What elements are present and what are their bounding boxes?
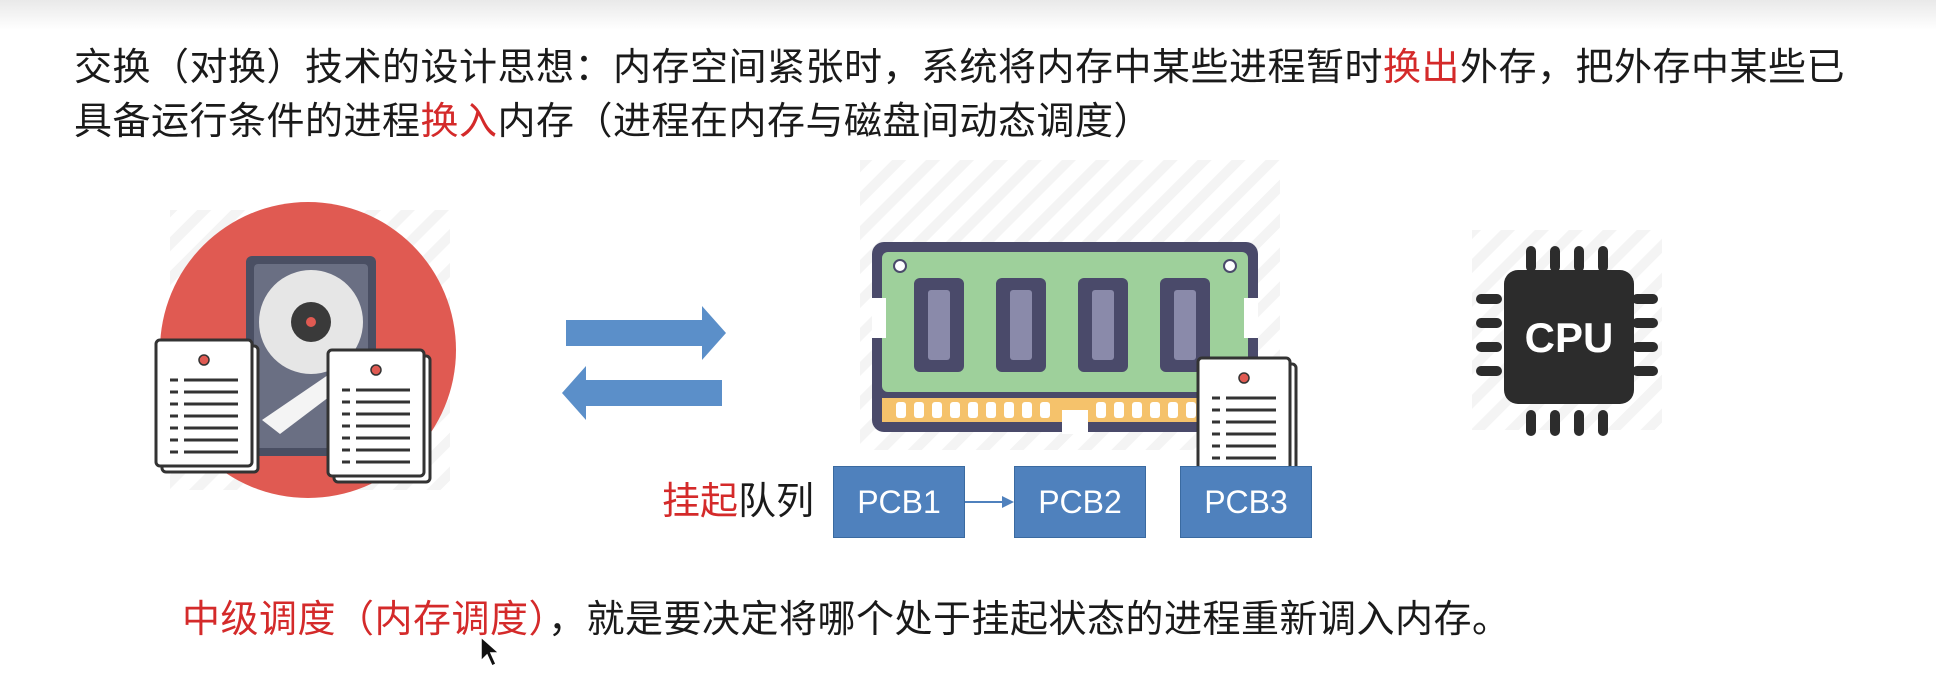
- intro-text-3: 内存（进程在内存与磁盘间动态调度）: [497, 99, 1153, 143]
- bottom-statement-rest: ，就是要决定将哪个处于挂起状态的进程重新调入内存。: [548, 597, 1511, 641]
- document-icon: [154, 338, 260, 474]
- document-icon: [326, 348, 432, 484]
- document-icon: [1196, 356, 1298, 488]
- bottom-statement: 中级调度（内存调度），就是要决定将哪个处于挂起状态的进程重新调入内存。: [182, 592, 1511, 646]
- cpu-icon: CPU: [1472, 230, 1662, 436]
- pcb-box-1: PCB1: [833, 466, 965, 538]
- pcb-box-2: PCB2: [1014, 466, 1146, 538]
- cpu-label: CPU: [1525, 314, 1614, 361]
- top-bar: [0, 0, 1936, 30]
- cursor-icon: [480, 636, 501, 668]
- intro-swap-out: 换出: [1383, 45, 1461, 89]
- intro-text-1: 交换（对换）技术的设计思想：内存空间紧张时，系统将内存中某些进程暂时: [74, 45, 1384, 89]
- intro-text-2: 外存，把外存中某些已具备运行条件的进程: [74, 45, 1846, 143]
- intro-swap-in: 换入: [420, 99, 498, 143]
- medium-term-scheduling-term: 中级调度（内存调度）: [182, 597, 549, 641]
- swap-arrows-icon: [562, 306, 726, 420]
- pcb-link-arrow: [964, 496, 1014, 508]
- suspend-queue-label: 挂起队列: [662, 476, 814, 526]
- pcb-box-3: PCB3: [1180, 466, 1312, 538]
- queue-word: 队列: [738, 479, 815, 523]
- intro-paragraph: 交换（对换）技术的设计思想：内存空间紧张时，系统将内存中某些进程暂时换出外存，把…: [74, 40, 1864, 148]
- suspend-word: 挂起: [662, 479, 739, 523]
